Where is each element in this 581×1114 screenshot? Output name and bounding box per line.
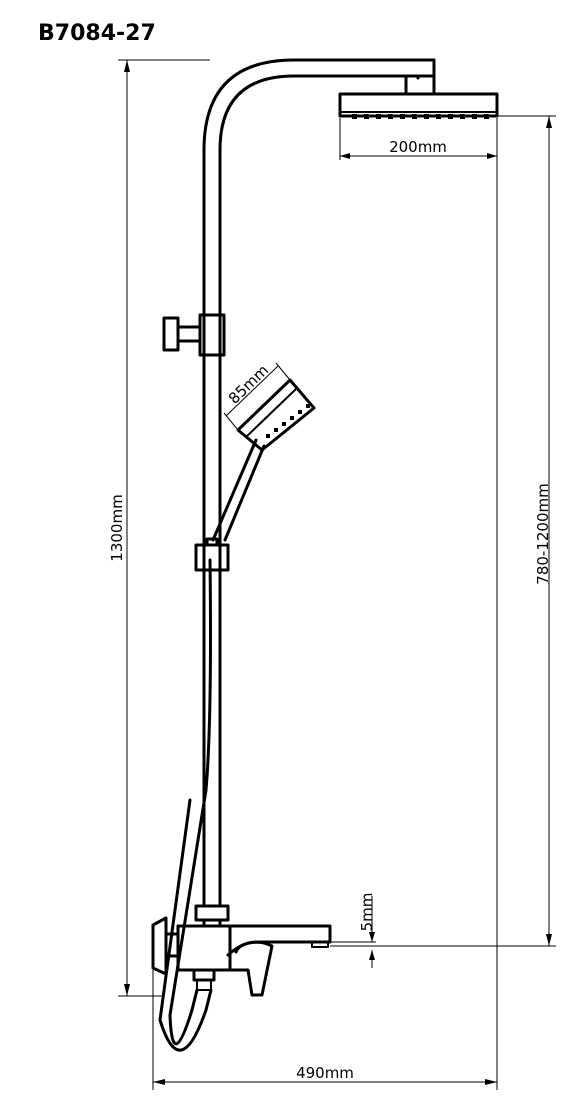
wall-bracket <box>162 313 226 357</box>
adjustable-height-dimension: 780-1200mm <box>330 115 556 947</box>
hand-shower-width-label: 85mm <box>225 361 272 408</box>
shower-hose <box>158 558 213 1052</box>
slide-holder <box>194 537 230 572</box>
hand-shower <box>211 378 316 542</box>
riser-pipe <box>202 58 436 907</box>
spout-offset-label: 5mm <box>358 893 376 932</box>
overhead-shower-head <box>338 74 499 119</box>
total-width-label: 490mm <box>296 1064 354 1082</box>
total-height-label: 1300mm <box>108 494 126 561</box>
total-width-dimension: 490mm <box>152 118 498 1090</box>
total-height-dimension: 1300mm <box>108 59 210 997</box>
mixer-valve <box>151 904 332 997</box>
head-width-dimension: 200mm <box>339 118 498 160</box>
spout-offset-dimension: 5mm <box>330 893 376 968</box>
model-title: B7084-27 <box>38 21 156 46</box>
adjustable-height-label: 780-1200mm <box>534 483 552 584</box>
hand-shower-dimension: 85mm <box>223 361 291 431</box>
head-width-label: 200mm <box>389 138 447 156</box>
